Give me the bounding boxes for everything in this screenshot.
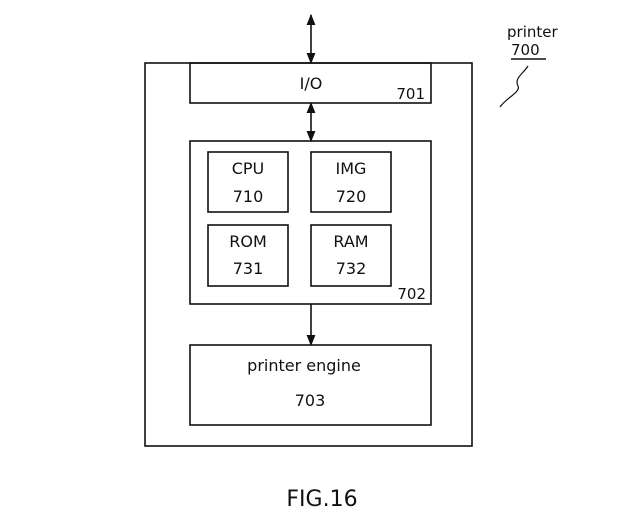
cpu-label: CPU: [232, 159, 265, 178]
rom-label: ROM: [229, 232, 267, 251]
rom-ref: 731: [233, 259, 264, 278]
io-ref: 701: [396, 85, 425, 103]
printer-engine-label: printer engine: [247, 356, 361, 375]
printer-engine-ref: 703: [295, 391, 326, 410]
printer-label: printer: [507, 23, 558, 41]
controller-ref: 702: [397, 285, 426, 303]
ram-label: RAM: [333, 232, 368, 251]
img-label: IMG: [336, 159, 367, 178]
figure-caption: FIG.16: [286, 487, 357, 512]
io-label: I/O: [300, 74, 323, 93]
cpu-ref: 710: [233, 187, 264, 206]
printer-ref: 700: [511, 41, 540, 59]
img-ref: 720: [336, 187, 367, 206]
ram-ref: 732: [336, 259, 367, 278]
printer-frame: [145, 63, 472, 446]
printer-leader-line: [500, 66, 528, 107]
